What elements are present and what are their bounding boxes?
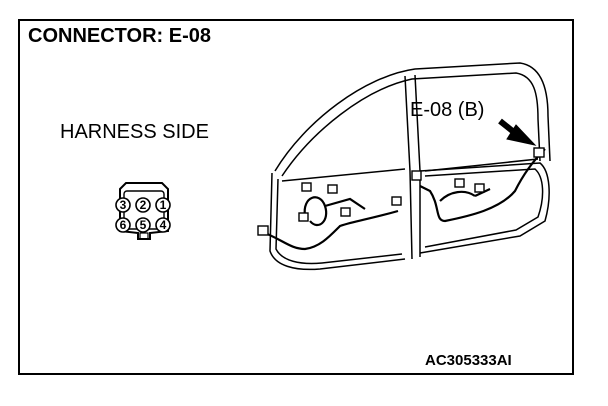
connector-block [340, 207, 351, 217]
pin-4-circle [155, 217, 171, 233]
connector-face-drawing: 3 2 1 6 5 4 [115, 62, 551, 271]
pin-label: 6 [120, 218, 127, 232]
diagram-frame: CONNECTOR: E-08 HARNESS SIDE E-08 (B) AC… [18, 19, 574, 375]
connector-block [391, 196, 402, 206]
connector-block [257, 225, 269, 236]
connector-block [474, 183, 485, 193]
connector-block [298, 212, 309, 222]
vehicle-door-outline [269, 62, 551, 271]
pin-label: 2 [140, 198, 147, 212]
harness-side-label: HARNESS SIDE [60, 121, 209, 143]
connector-block [454, 178, 465, 188]
pin-5-circle [135, 217, 151, 233]
connector-block [301, 182, 312, 192]
callout-arrow [498, 118, 537, 146]
connector-pins [115, 197, 171, 233]
connector-block [327, 184, 338, 194]
pin-label: 1 [160, 198, 167, 212]
pin-1-circle [155, 197, 171, 213]
pin-6-circle [115, 217, 131, 233]
pin-label: 5 [140, 218, 147, 232]
connector-block [411, 170, 422, 181]
pin-label: 3 [120, 198, 127, 212]
wiring-harness [259, 148, 546, 251]
harness-connectors [257, 147, 545, 236]
connector-title: CONNECTOR: E-08 [28, 25, 211, 47]
pin-label: 4 [160, 218, 167, 232]
connector-e08-block [533, 147, 545, 158]
pin-3-circle [115, 197, 131, 213]
figure-code: AC305333AI [425, 352, 512, 369]
pin-2-circle [135, 197, 151, 213]
connector-callout-label: E-08 (B) [410, 99, 485, 121]
